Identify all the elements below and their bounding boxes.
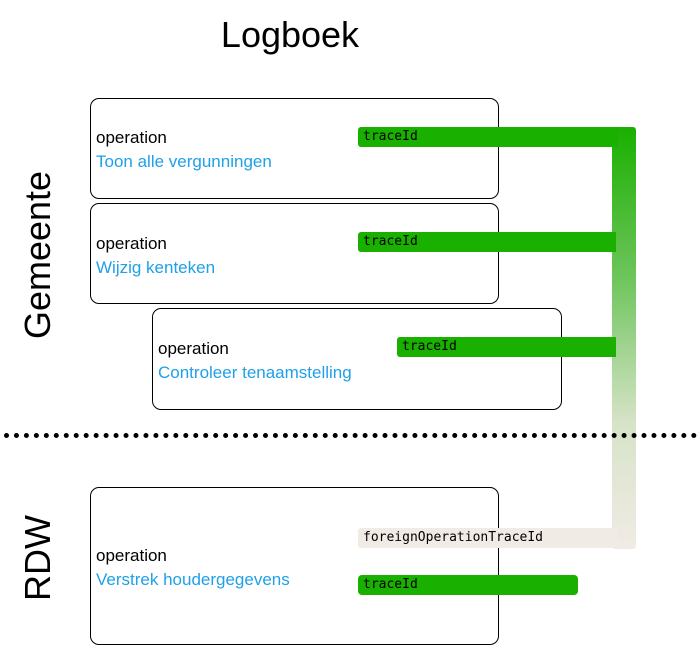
operation-card-1: operation Toon alle vergunningen — [90, 98, 499, 199]
operation-card-2: operation Wijzig kenteken — [90, 203, 499, 304]
diagram-title: Logboek — [220, 14, 360, 55]
operation-label: operation — [96, 546, 167, 565]
operation-name: Controleer tenaamstelling — [158, 363, 352, 382]
operation-name: Wijzig kenteken — [96, 258, 216, 277]
operation-name: Toon alle vergunningen — [96, 152, 272, 171]
trace-id-tag-2: traceId — [358, 232, 616, 252]
operation-label: operation — [96, 128, 167, 147]
operation-name: Verstrek houdergegevens — [96, 570, 290, 589]
trace-id-tag-1: traceId — [358, 127, 618, 147]
operation-card-3: operation Controleer tenaamstelling — [152, 308, 562, 410]
operation-label: operation — [96, 234, 167, 253]
operation-label: operation — [158, 339, 229, 358]
section-label-gemeente: Gemeente — [17, 170, 58, 340]
section-divider — [4, 433, 697, 438]
foreign-operation-trace-id-tag: foreignOperationTraceId — [358, 528, 618, 548]
section-label-rdw: RDW — [17, 515, 58, 601]
operation-card-4: operation Verstrek houdergegevens — [90, 487, 499, 645]
trace-id-tag-4: traceId — [358, 575, 578, 595]
trace-id-tag-3: traceId — [397, 337, 616, 357]
